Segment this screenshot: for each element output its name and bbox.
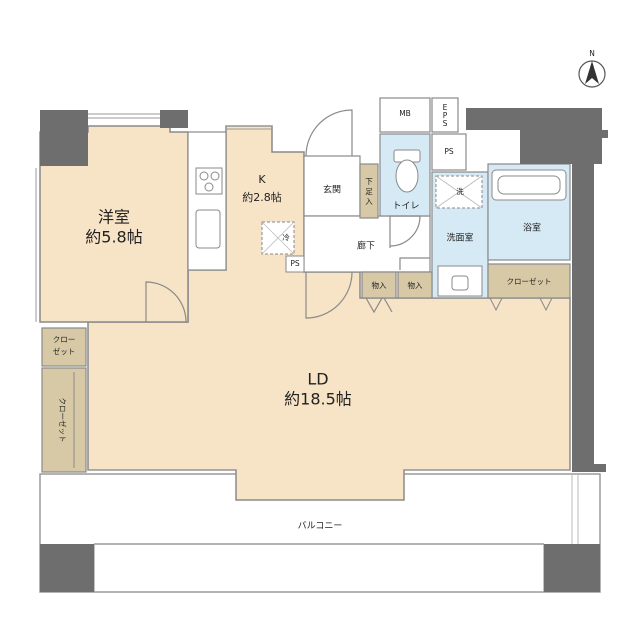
compass-north-label: N <box>589 49 595 58</box>
western-room-size: 約5.8帖 <box>85 228 142 247</box>
eps-label-p: P <box>443 111 448 120</box>
fridge-icon <box>261 221 295 255</box>
ps-box-top <box>431 133 467 171</box>
eps-label-s: S <box>443 119 448 128</box>
ld-size: 約18.5帖 <box>284 390 352 409</box>
balcony-label: バルコニー <box>298 521 343 532</box>
washer-icon <box>435 175 483 209</box>
closet-small-label-2: ゼット <box>53 346 76 356</box>
washroom-label: 洗面室 <box>446 232 473 244</box>
closet-small-floor <box>41 327 87 367</box>
room-labels: 洋室 約5.8帖 K 約2.8帖 LD 約18.5帖 玄関 廊下 トイレ 洗面室… <box>53 103 552 532</box>
closet-vertical-label: クローゼット <box>58 398 68 443</box>
wash-basin-icon <box>437 265 483 297</box>
storage-2-floor <box>397 271 433 299</box>
ld-name: LD <box>307 370 328 389</box>
shoe-closet-char-2: 足 <box>365 187 373 196</box>
ps-kitchen-label: PS <box>290 259 300 268</box>
north-compass-icon: N <box>578 49 606 88</box>
shoe-closet-char-1: 下 <box>365 177 373 186</box>
storage-2-label: 物入 <box>408 280 423 290</box>
hallway-label: 廊下 <box>357 240 375 252</box>
mb-box <box>379 97 431 133</box>
doors <box>145 109 430 323</box>
entrance-label: 玄関 <box>323 184 341 196</box>
kitchen-size: 約2.8帖 <box>242 190 282 204</box>
hallway-floor <box>303 215 431 273</box>
toilet-label: トイレ <box>392 202 419 212</box>
kitchen-counter <box>187 131 227 271</box>
closet-door-marks <box>489 297 553 312</box>
kitchen-sink-icon <box>195 209 221 249</box>
shoe-closet-char-3: 入 <box>365 197 373 206</box>
eps-label-e: E <box>443 103 448 112</box>
kitchen-name: K <box>258 173 266 186</box>
closet-small-label-1: クロー <box>53 335 76 344</box>
fridge-label: 冷 <box>282 232 290 242</box>
bathtub-icon <box>491 169 567 201</box>
western-room-name: 洋室 <box>98 208 130 227</box>
shoe-closet-floor <box>359 163 379 219</box>
ps-box-kitchen <box>285 255 305 273</box>
closet-right-label: クローゼット <box>507 276 552 286</box>
storage-1-label: 物入 <box>372 280 387 290</box>
mb-label: MB <box>399 109 411 118</box>
closet-vertical-floor <box>41 367 87 473</box>
windows <box>35 113 570 475</box>
ps-top-label: PS <box>444 147 454 156</box>
washer-label: 洗 <box>456 186 464 196</box>
fixtures <box>73 149 567 468</box>
walls <box>40 108 608 592</box>
stove-icon <box>195 167 223 195</box>
eps-box <box>431 97 459 133</box>
closet-right-floor <box>487 263 571 299</box>
bathroom-label: 浴室 <box>523 222 541 234</box>
storage-1-floor <box>361 271 397 299</box>
toilet-bowl-icon <box>393 149 421 193</box>
